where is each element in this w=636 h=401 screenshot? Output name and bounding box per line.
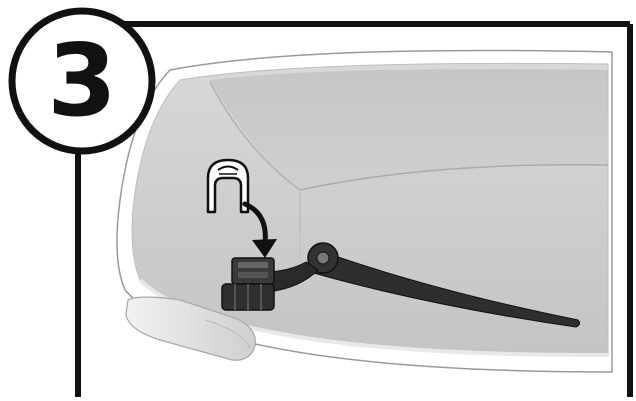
step-number-badge — [12, 11, 152, 151]
